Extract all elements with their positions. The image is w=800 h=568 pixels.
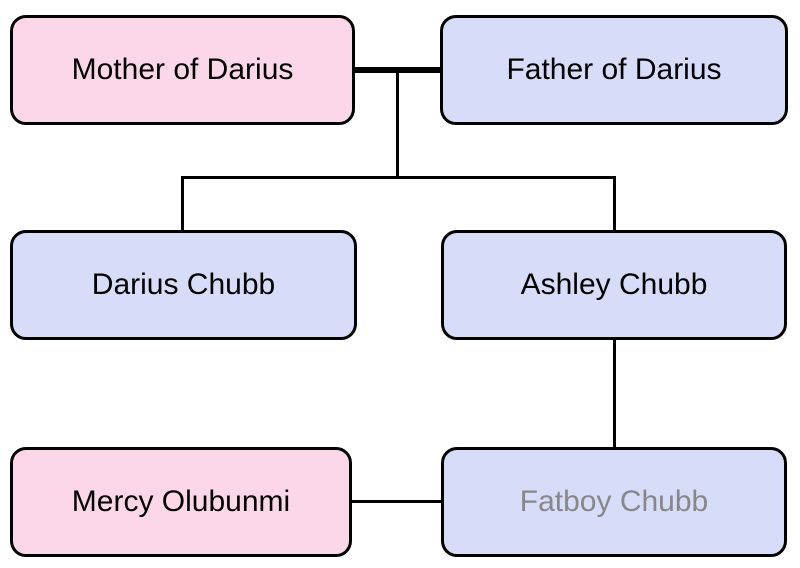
node-ashley-chubb[interactable]: Ashley Chubb [441,230,787,340]
node-label: Darius Chubb [91,268,276,301]
sibling-horizontal-connector [181,176,616,179]
node-label: Ashley Chubb [520,268,708,301]
child-connector-ashley [613,176,616,230]
node-fatboy-chubb[interactable]: Fatboy Chubb [441,447,787,557]
node-label: Fatboy Chubb [519,485,709,518]
child-connector-darius [181,176,184,230]
child-connector-fatboy [613,340,616,447]
node-darius-chubb[interactable]: Darius Chubb [10,230,357,340]
parents-drop-connector [396,70,399,179]
node-mother-of-darius[interactable]: Mother of Darius [10,15,355,125]
node-label: Father of Darius [506,53,722,86]
node-mercy-olubunmi[interactable]: Mercy Olubunmi [10,447,352,557]
node-label: Mother of Darius [71,53,294,86]
marriage-line-thin [352,500,441,503]
node-label: Mercy Olubunmi [71,485,291,518]
node-father-of-darius[interactable]: Father of Darius [440,15,788,125]
